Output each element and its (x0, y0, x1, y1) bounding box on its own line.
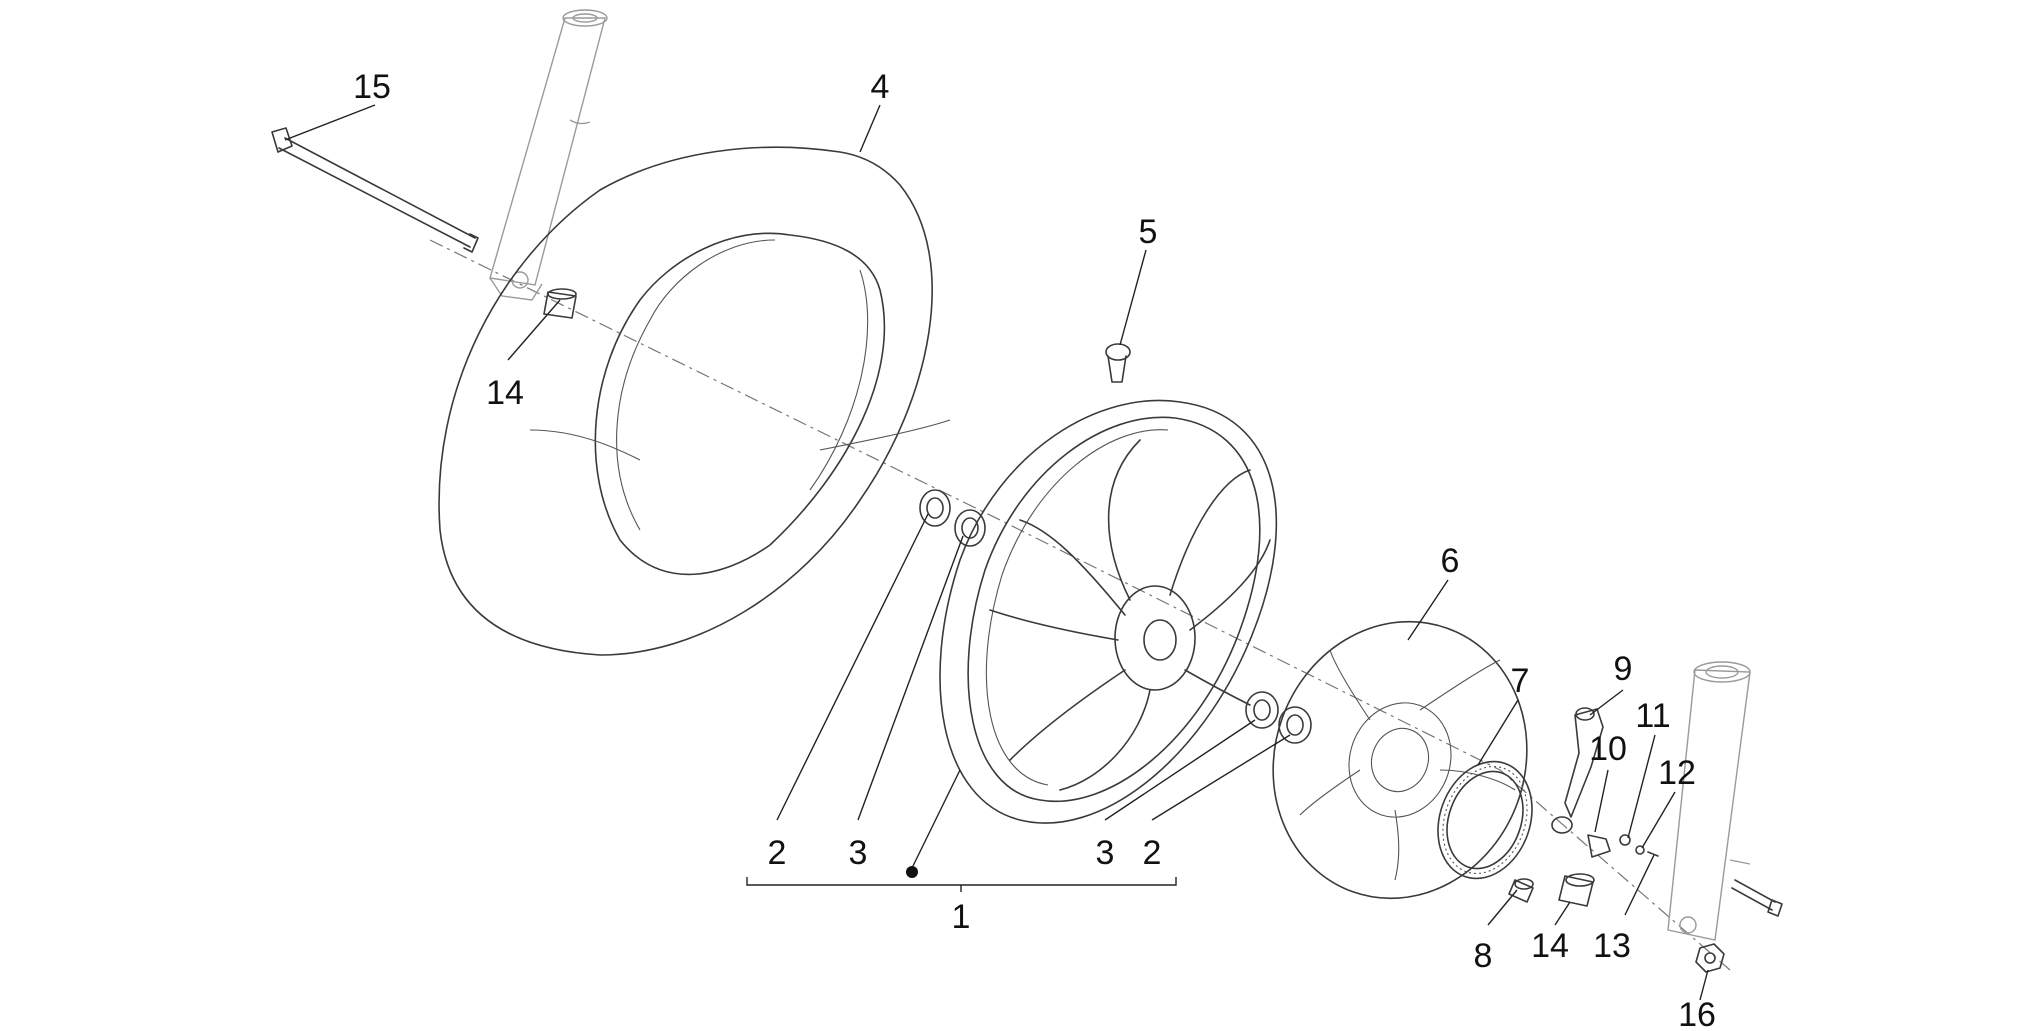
callout-9: 9 (1614, 650, 1633, 688)
abs-sensor-bracket (1551, 707, 1604, 834)
disc-screw (1508, 878, 1534, 903)
abs-tone-ring (1437, 760, 1533, 880)
wheel-axle (271, 127, 479, 253)
callout-5: 5 (1139, 213, 1158, 251)
callout-12: 12 (1658, 754, 1696, 792)
assembly-bullet-marker (906, 866, 918, 878)
left-fork-leg (489, 9, 608, 301)
left-spacer (543, 288, 577, 319)
callout-16: 16 (1678, 996, 1716, 1031)
right-bearing-and-seal (1245, 691, 1312, 744)
callout-8: 8 (1474, 937, 1493, 975)
tyre-valve (1105, 343, 1131, 383)
callout-1: 1 (952, 898, 971, 936)
callout-11: 11 (1635, 697, 1670, 735)
callout-4: 4 (871, 68, 890, 106)
tyre (438, 146, 951, 656)
callout-15: 15 (353, 68, 391, 106)
right-fork-leg (1667, 661, 1751, 941)
callout-3-left: 3 (849, 834, 868, 872)
fork-clamp-bolt (1731, 879, 1783, 917)
callout-13: 13 (1593, 927, 1631, 965)
callout-7: 7 (1511, 662, 1530, 700)
leader-lines (284, 104, 1709, 1001)
callout-3-right: 3 (1096, 834, 1115, 872)
left-bearing-and-seal (919, 489, 986, 547)
brake-disc (1272, 620, 1528, 900)
wheel-rim (939, 399, 1278, 824)
axle-nut (1695, 943, 1725, 973)
callout-14-right: 14 (1531, 927, 1569, 965)
right-spacer (1558, 873, 1595, 907)
callout-2-right: 2 (1143, 834, 1162, 872)
callout-2-left: 2 (768, 834, 787, 872)
callout-6: 6 (1441, 542, 1460, 580)
callout-10: 10 (1589, 730, 1627, 768)
callout-labels: 15 4 5 14 6 7 9 11 10 12 2 3 3 2 1 8 14 … (353, 68, 1716, 1031)
callout-14-left: 14 (486, 374, 524, 412)
abs-sensor (1587, 834, 1659, 858)
wheel-axis-line (429, 239, 1731, 971)
